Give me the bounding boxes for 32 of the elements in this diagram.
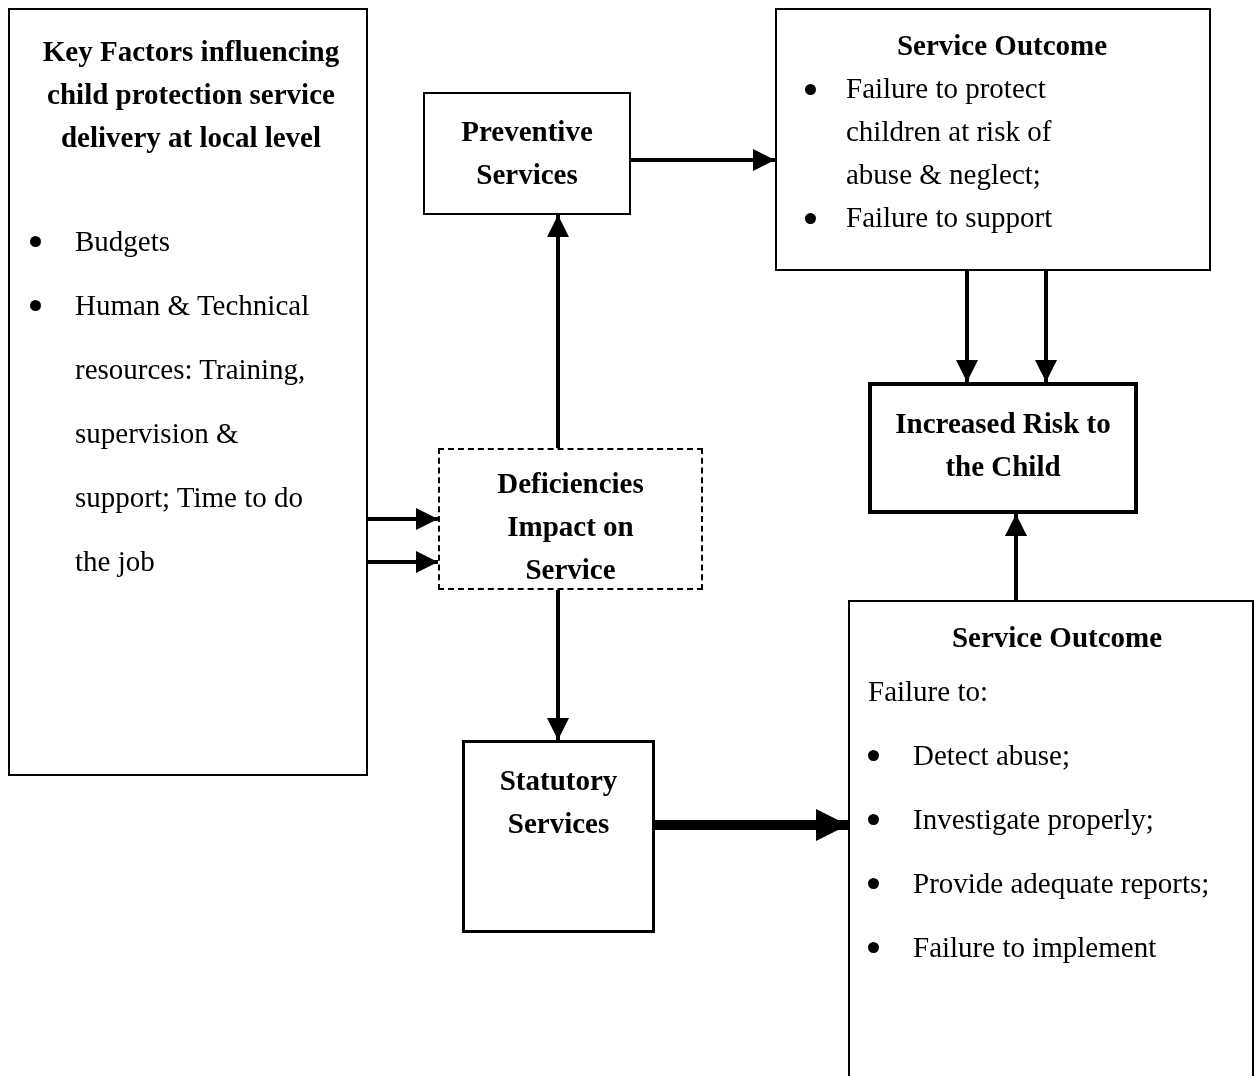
box-title: Increased Risk to the Child xyxy=(894,406,1112,484)
box-heading: Service Outcome xyxy=(950,620,1164,655)
process-box xyxy=(423,92,631,215)
box-heading: Service Outcome xyxy=(895,28,1109,63)
arrow xyxy=(547,590,569,740)
bullet-text: Failure to implement xyxy=(913,930,1157,965)
arrow xyxy=(368,508,438,530)
text-box xyxy=(8,8,368,776)
box-heading: Key Factors influencing child protection service delivery at local level xyxy=(41,34,341,155)
bullet-text: Failure to support xyxy=(846,200,1053,235)
bullet-text: Detect abuse; xyxy=(913,738,1070,773)
arrow xyxy=(1035,271,1057,382)
bullet-text: Budgets xyxy=(75,224,171,259)
text-box xyxy=(462,740,655,933)
arrow xyxy=(956,271,978,382)
intro-text: Failure to: xyxy=(868,674,989,709)
outcome-box xyxy=(868,382,1138,514)
arrow xyxy=(368,551,438,573)
arrow xyxy=(1005,514,1027,600)
box-title: Statutory Services xyxy=(498,763,619,841)
arrow xyxy=(655,809,848,841)
text-box xyxy=(775,8,1211,271)
box-title: Preventive Services xyxy=(460,114,594,192)
text-box xyxy=(848,600,1254,1076)
bullet-text: Human & Technical resources: Training, supervision & support; Time to do the job xyxy=(75,288,311,579)
arrow xyxy=(547,215,569,448)
arrow xyxy=(631,149,775,171)
bullet-text: Failure to protect children at risk of abuse & neglect; xyxy=(846,71,1053,192)
box-title: Deficiencies Impact on Service xyxy=(496,466,645,587)
bullet-text: Provide adequate reports; xyxy=(913,866,1210,901)
dashed-process-box xyxy=(438,448,703,590)
bullet-text: Investigate properly; xyxy=(913,802,1154,837)
